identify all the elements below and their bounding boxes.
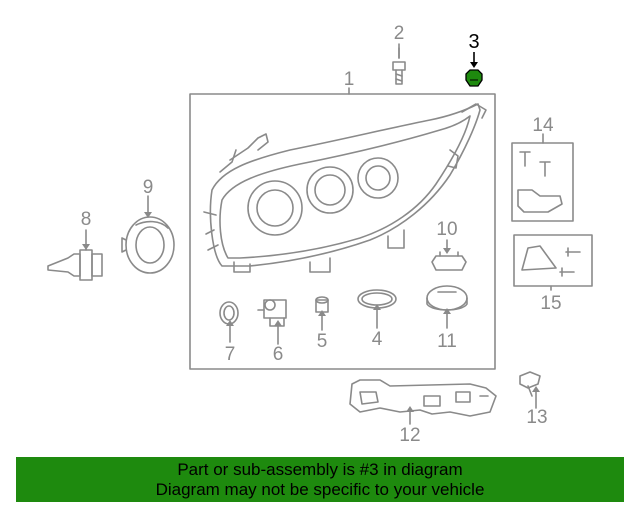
callout-8: 8	[80, 209, 92, 230]
banner-line-1: Part or sub-assembly is #3 in diagram	[177, 460, 463, 479]
cap-part-11	[426, 285, 468, 311]
callout-4: 4	[371, 329, 383, 350]
callout-12: 12	[399, 425, 421, 446]
pointer-arrows	[85, 47, 537, 425]
socket-part-9	[121, 216, 175, 274]
callout-6: 6	[272, 344, 284, 365]
callout-14: 14	[532, 115, 554, 136]
callout-5: 5	[316, 331, 328, 352]
bracket-part-12	[349, 379, 497, 417]
callout-10: 10	[436, 219, 458, 240]
kit-box-part-15	[513, 234, 593, 287]
motor-part-6	[257, 299, 287, 327]
callout-7: 7	[224, 344, 236, 365]
kit-box-part-14	[511, 142, 574, 222]
bolt-part-13	[519, 371, 541, 397]
ring-part-7	[219, 301, 239, 325]
callout-2: 2	[393, 23, 405, 44]
callout-3[interactable]: 3	[468, 31, 480, 53]
callout-11: 11	[437, 331, 457, 352]
module-part-10	[431, 251, 467, 271]
bolt-part-2	[392, 61, 406, 85]
parts-diagram	[47, 43, 593, 425]
callout-13: 13	[526, 407, 548, 428]
callout-9: 9	[142, 177, 154, 198]
bulb-part-8	[47, 245, 103, 281]
clip-part-3-highlighted[interactable]	[465, 52, 483, 87]
callout-1: 1	[343, 69, 355, 90]
headlamp-assembly	[203, 103, 487, 273]
grommet-part-5	[315, 296, 329, 313]
callout-15: 15	[540, 293, 562, 314]
assembly-frame	[189, 93, 496, 370]
info-banner: Part or sub-assembly is #3 in diagram Di…	[16, 457, 624, 502]
banner-line-2: Diagram may not be specific to your vehi…	[155, 480, 485, 499]
